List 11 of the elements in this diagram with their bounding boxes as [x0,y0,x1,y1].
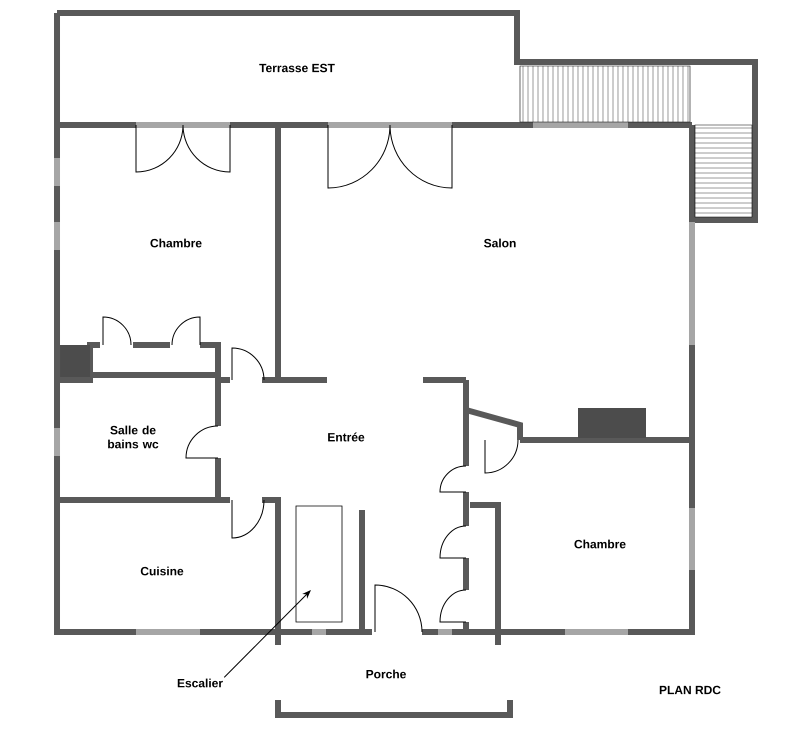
room-label: Entrée [328,432,364,442]
room-label: Escalier [178,678,223,688]
room-label: Chambre [150,238,202,248]
room-label: Cuisine [140,566,184,576]
room-label: Salle de bains wc [108,426,158,448]
staircase [296,506,342,622]
plan-title: PLAN RDC [660,686,721,694]
room-label: Terrasse EST [259,64,335,72]
room-label: Porche [366,670,406,678]
room-label: Chambre [574,540,626,548]
room-label: Salon [484,238,516,248]
